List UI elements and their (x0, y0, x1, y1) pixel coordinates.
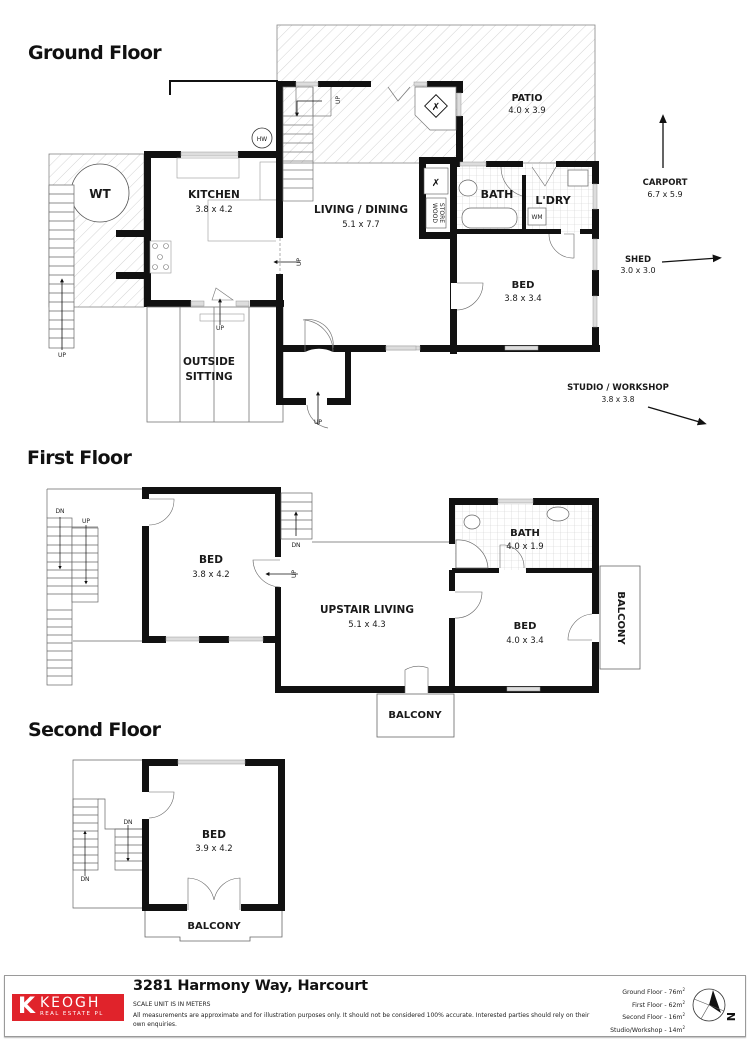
svg-text:LIVING / DINING: LIVING / DINING (314, 204, 408, 216)
basin-icon (546, 506, 570, 522)
svg-text:UP: UP (58, 352, 66, 359)
fireplace-icon (424, 94, 448, 118)
svg-text:✗: ✗ (432, 178, 440, 189)
svg-text:HW: HW (257, 136, 268, 143)
svg-text:DN: DN (123, 819, 132, 826)
internal-stair-ground (282, 86, 332, 202)
svg-text:UP: UP (82, 518, 90, 525)
svg-text:L'DRY: L'DRY (535, 194, 571, 207)
area-second: Second Floor - 16m2 (622, 1012, 685, 1022)
svg-text:BALCONY: BALCONY (187, 921, 241, 932)
area-ground: Ground Floor - 76m2 (622, 987, 685, 997)
svg-text:UP: UP (216, 325, 224, 332)
shower-icon (455, 539, 489, 569)
svg-text:3.9 x 4.2: 3.9 x 4.2 (195, 844, 232, 854)
balcony-side (599, 565, 641, 670)
ground-floor-title: Ground Floor (28, 42, 162, 64)
svg-text:✗: ✗ (432, 102, 440, 113)
svg-text:BALCONY: BALCONY (615, 591, 626, 645)
balcony-front (376, 693, 455, 738)
cooktop-icon (149, 240, 172, 274)
stair-first-left (46, 488, 142, 686)
property-address: 3281 Harmony Way, Harcourt (133, 978, 368, 994)
svg-text:STUDIO / WORKSHOP: STUDIO / WORKSHOP (567, 383, 669, 393)
svg-text:BATH: BATH (481, 188, 514, 201)
kitchen-walls (116, 151, 284, 307)
logo-brand: KEOGH (40, 995, 101, 1011)
area-first: First Floor - 62m2 (632, 999, 685, 1009)
svg-text:UP: UP (314, 419, 322, 426)
svg-text:UP: UP (296, 258, 303, 266)
svg-text:WOOD: WOOD (431, 203, 438, 223)
svg-text:4.0 x 1.9: 4.0 x 1.9 (506, 542, 543, 552)
svg-text:4.0 x 3.4: 4.0 x 3.4 (506, 636, 543, 646)
logo-subtitle: REAL ESTATE PL (40, 1011, 104, 1017)
area-studio: Studio/Workshop - 14m2 (610, 1024, 685, 1034)
svg-text:3.8 x 3.8: 3.8 x 3.8 (601, 395, 634, 404)
svg-text:KITCHEN: KITCHEN (188, 189, 240, 201)
external-stair-left (48, 184, 75, 349)
stair-second (72, 759, 144, 909)
logo-letter: K (18, 994, 36, 1019)
svg-text:4.0 x 3.9: 4.0 x 3.9 (508, 106, 545, 116)
svg-text:BED: BED (202, 829, 226, 841)
svg-text:UP: UP (335, 96, 342, 104)
first-floor-title: First Floor (27, 447, 132, 469)
svg-text:SITTING: SITTING (185, 371, 232, 383)
keogh-logo: K KEOGH REAL ESTATE PL (12, 994, 124, 1021)
footer-info-panel: K KEOGH REAL ESTATE PL 3281 Harmony Way,… (4, 975, 746, 1037)
svg-text:5.1 x 4.3: 5.1 x 4.3 (348, 620, 385, 630)
svg-text:STORE: STORE (438, 203, 445, 223)
svg-text:DN: DN (291, 542, 300, 549)
floor-areas: Ground Floor - 76m2 First Floor - 62m2 S… (610, 985, 685, 1035)
bath-walls (452, 161, 599, 352)
ground-floor-plan: ✗ ✗ WOOD STORE (48, 24, 722, 429)
svg-text:BED: BED (514, 621, 537, 632)
first-floor-plan: DN UP UP DN (46, 487, 641, 738)
svg-text:BED: BED (512, 280, 535, 291)
hot-water-unit (251, 127, 273, 149)
disclaimer: All measurements are approximate and for… (133, 1012, 590, 1028)
svg-text:BALCONY: BALCONY (388, 710, 442, 721)
floor-plan: ✗ ✗ WOOD STORE (46, 24, 722, 942)
svg-text:WM: WM (531, 214, 542, 221)
svg-text:OUTSIDE: OUTSIDE (183, 356, 235, 368)
washing-machine (527, 207, 547, 226)
svg-text:3.8 x 4.2: 3.8 x 4.2 (192, 570, 229, 580)
scale-note: SCALE UNIT IS IN METERS (133, 1001, 211, 1008)
svg-text:BATH: BATH (510, 528, 540, 539)
svg-text:UP: UP (291, 570, 298, 578)
svg-text:DN: DN (80, 876, 89, 883)
svg-text:3.0 x 3.0: 3.0 x 3.0 (620, 266, 655, 275)
second-floor-plan: DN DN BED 3.9 x 4.2 BALCONY (72, 759, 285, 942)
svg-text:3.8 x 4.2: 3.8 x 4.2 (195, 205, 232, 215)
bathtub-icon (461, 207, 518, 229)
outside-sitting-deck (146, 306, 284, 423)
svg-text:WT: WT (89, 187, 111, 201)
svg-text:DN: DN (55, 508, 64, 515)
second-floor-title: Second Floor (28, 719, 161, 741)
laundry-sink-icon (567, 169, 589, 187)
svg-text:3.8 x 3.4: 3.8 x 3.4 (504, 294, 541, 304)
svg-text:UPSTAIR LIVING: UPSTAIR LIVING (320, 604, 414, 616)
svg-text:N: N (724, 1012, 737, 1021)
svg-text:CARPORT: CARPORT (643, 178, 688, 188)
wood-store-box (425, 197, 447, 229)
svg-text:6.7 x 5.9: 6.7 x 5.9 (647, 190, 682, 199)
svg-text:SHED: SHED (625, 255, 651, 265)
toilet-icon (463, 514, 481, 530)
svg-text:5.1 x 7.7: 5.1 x 7.7 (342, 220, 379, 230)
toilet-icon (458, 179, 478, 197)
svg-text:BED: BED (199, 554, 223, 566)
north-compass-icon: N (692, 988, 737, 1022)
heater-icon (423, 167, 449, 195)
svg-text:PATIO: PATIO (512, 93, 543, 104)
